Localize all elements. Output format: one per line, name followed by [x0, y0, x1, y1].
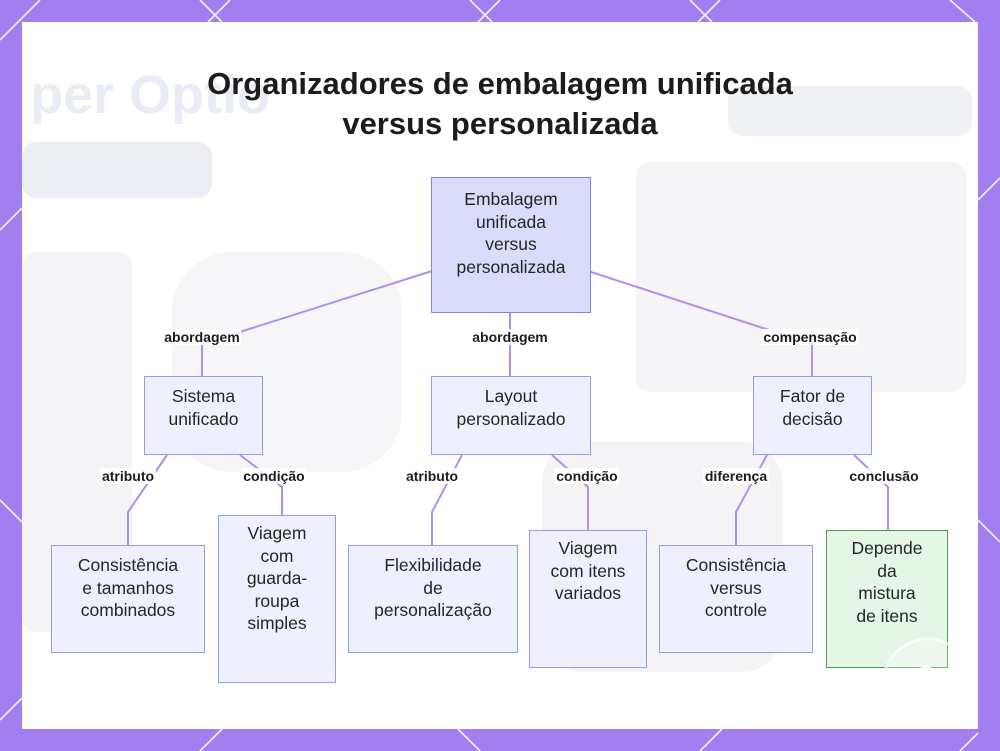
- edge-label-atributo: atributo: [100, 468, 156, 484]
- node-text: versus: [686, 577, 786, 600]
- node-layout-personalizado: Layout personalizado: [431, 376, 591, 455]
- node-text: com itens: [551, 560, 626, 583]
- edge-unified-simple: [240, 455, 282, 515]
- node-text: mistura: [851, 582, 922, 605]
- node-text: Fator de: [780, 385, 845, 408]
- node-fator-de-decisao: Fator de decisão: [753, 376, 872, 455]
- node-viagem-itens-variados: Viagem com itens variados: [529, 530, 647, 668]
- node-text: variados: [551, 582, 626, 605]
- node-text: Viagem: [551, 537, 626, 560]
- node-text: combinados: [78, 599, 178, 622]
- bag-icon-badge: [882, 638, 974, 729]
- node-text: versus: [457, 233, 566, 256]
- node-text: Sistema: [168, 385, 238, 408]
- edge-label-diferenca: diferença: [703, 468, 769, 484]
- node-text: Embalagem: [457, 188, 566, 211]
- node-text: personalização: [374, 599, 492, 622]
- edge-root-decision: [588, 271, 812, 377]
- node-text: personalizado: [457, 408, 566, 431]
- edge-label-condicao: condição: [554, 468, 619, 484]
- edge-label-condicao: condição: [241, 468, 306, 484]
- node-sistema-unificado: Sistema unificado: [144, 376, 263, 455]
- node-text: da: [851, 560, 922, 583]
- node-text: controle: [686, 599, 786, 622]
- node-text: guarda-: [247, 567, 307, 590]
- node-text: de: [374, 577, 492, 600]
- bag-icon: [884, 640, 968, 724]
- node-text: roupa: [247, 590, 307, 613]
- node-text: Flexibilidade: [374, 554, 492, 577]
- node-text: Consistência: [686, 554, 786, 577]
- node-root: Embalagem unificada versus personalizada: [431, 177, 591, 313]
- edge-custom-varied: [552, 455, 588, 530]
- edge-root-unified: [202, 271, 432, 377]
- edge-label-abordagem: abordagem: [162, 329, 241, 345]
- edge-decision-concl: [854, 455, 888, 530]
- edge-label-conclusao: conclusão: [847, 468, 920, 484]
- diagram-card: per Optio Organizadores de embalagem uni…: [22, 22, 978, 729]
- node-text: Layout: [457, 385, 566, 408]
- node-flexibilidade: Flexibilidade de personalização: [348, 545, 518, 653]
- node-text: personalizada: [457, 256, 566, 279]
- edge-label-abordagem: abordagem: [470, 329, 549, 345]
- node-text: de itens: [851, 605, 922, 628]
- edge-label-compensacao: compensação: [761, 329, 858, 345]
- node-text: simples: [247, 612, 307, 635]
- node-text: Depende: [851, 537, 922, 560]
- node-text: decisão: [780, 408, 845, 431]
- node-consistencia-tamanhos: Consistência e tamanhos combinados: [51, 545, 205, 653]
- edge-label-atributo: atributo: [404, 468, 460, 484]
- node-viagem-guarda-roupa: Viagem com guarda- roupa simples: [218, 515, 336, 683]
- node-text: unificada: [457, 211, 566, 234]
- node-text: Viagem: [247, 522, 307, 545]
- node-consistencia-controle: Consistência versus controle: [659, 545, 813, 653]
- node-text: Consistência: [78, 554, 178, 577]
- node-text: unificado: [168, 408, 238, 431]
- node-text: e tamanhos: [78, 577, 178, 600]
- node-text: com: [247, 545, 307, 568]
